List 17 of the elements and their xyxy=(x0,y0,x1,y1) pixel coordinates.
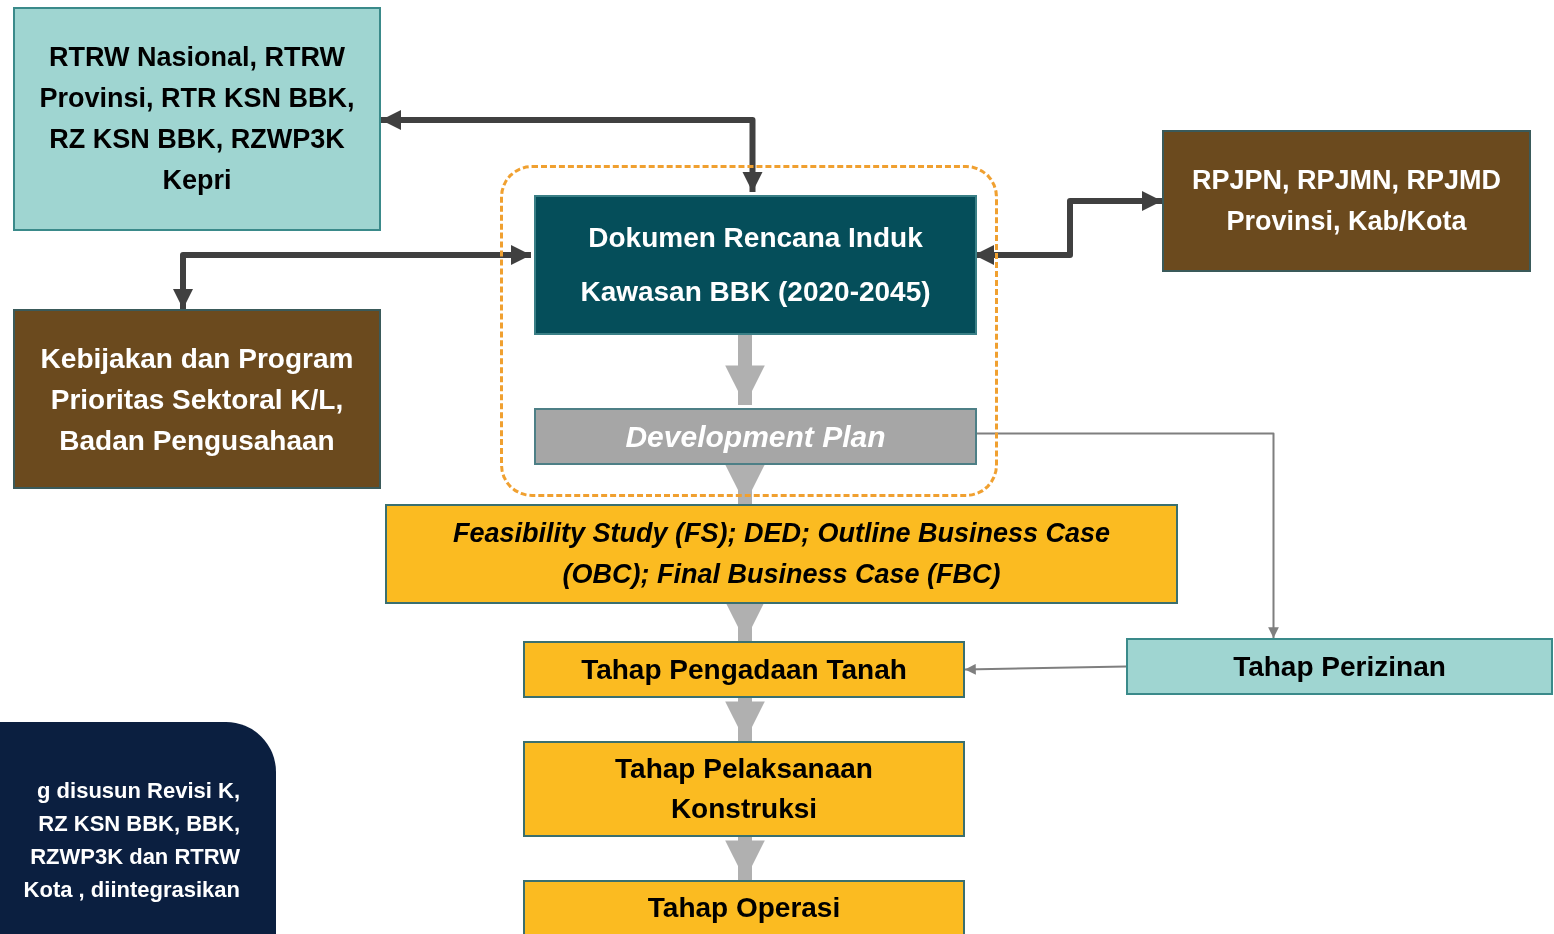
development-plan-box: Development Plan xyxy=(534,408,977,465)
arrow xyxy=(381,109,763,192)
input-document-box: RTRW Nasional, RTRW Provinsi, RTR KSN BBK, RZ KSN BBK, RZWP3K Kepri xyxy=(13,7,381,231)
permit-stage-box: Tahap Perizinan xyxy=(1126,638,1553,695)
note-panel: g disusun Revisi K, RZ KSN BBK, BBK, RZWP3K dan RTRW Kota , diintegrasikan xyxy=(0,722,276,934)
arrow xyxy=(725,698,765,741)
arrow xyxy=(172,244,531,309)
planning-document-box: RPJPN, RPJMN, RPJMD Provinsi, Kab/Kota xyxy=(1162,130,1531,272)
dashed-group-frame xyxy=(500,165,998,497)
master-plan-box: Dokumen Rencana Induk Kawasan BBK (2020-2045) xyxy=(534,195,977,335)
stage-box: Tahap Pelaksanaan Konstruksi xyxy=(523,741,965,837)
arrow xyxy=(964,663,1127,675)
policy-box: Kebijakan dan Program Prioritas Sektoral K/L, Badan Pengusahaan xyxy=(13,309,381,489)
study-box: Feasibility Study (FS); DED; Outline Business Case (OBC); Final Business Case (FBC) xyxy=(385,504,1178,604)
arrow xyxy=(725,837,765,880)
stage-box: Tahap Pengadaan Tanah xyxy=(523,641,965,698)
stage-box: Tahap Operasi xyxy=(523,880,965,934)
